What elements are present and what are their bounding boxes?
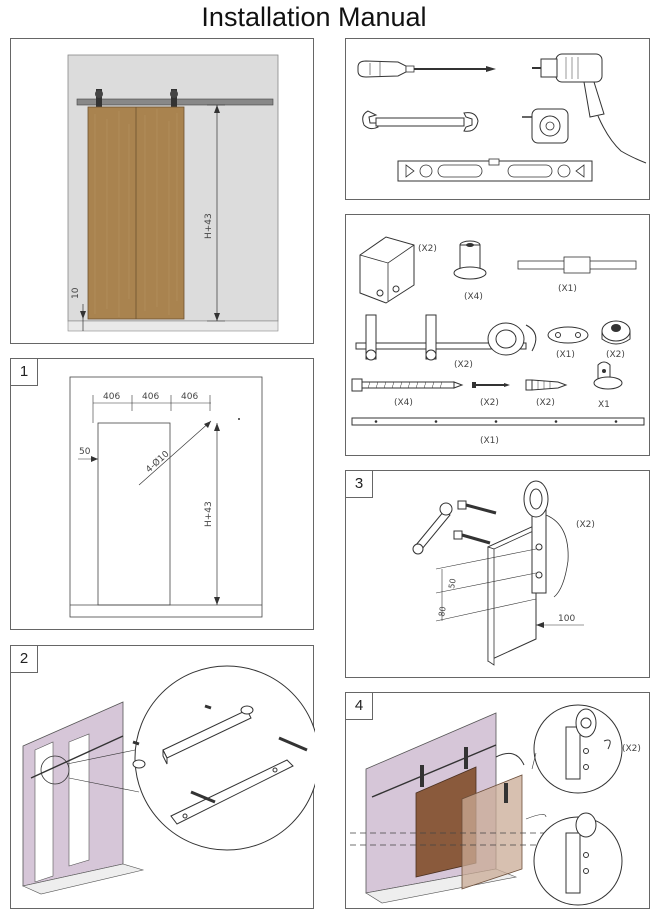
floor <box>67 320 279 332</box>
wrench-icon <box>412 502 453 555</box>
overview-height-label: H+43 <box>204 213 214 239</box>
step4-panel: 4 (X2) <box>345 692 650 909</box>
dim-a: 406 <box>103 392 120 402</box>
overview-panel: H+43 10 <box>10 38 314 344</box>
hanger-icon <box>355 314 537 361</box>
door-opening <box>97 422 171 606</box>
dim-a: 50 <box>447 578 458 590</box>
anchor-qty: (X2) <box>536 398 555 408</box>
overview-floor-gap-label: 10 <box>71 287 81 299</box>
wrench-icon <box>362 110 479 132</box>
roller-left <box>95 90 103 98</box>
dim-c: 406 <box>181 392 198 402</box>
stopper-qty: (X2) <box>606 350 625 360</box>
step1-drawing: 406 406 406 50 4-Ø10 H+43 <box>69 376 263 618</box>
rail-qty: (X1) <box>480 436 499 446</box>
lag-bolt-icon <box>132 704 308 804</box>
hanger-qty: (X2) <box>454 360 473 370</box>
step2-panel: 2 <box>10 645 315 909</box>
track-stop-qty: (X1) <box>558 284 577 294</box>
stopper-icon <box>601 320 631 345</box>
step3-qty: (X2) <box>576 520 595 530</box>
dim-side: 50 <box>79 447 91 457</box>
step3-panel: 3 (X2) 50 80 <box>345 470 650 678</box>
rail-icon <box>351 417 645 426</box>
spacer-plate-qty: (X1) <box>556 350 575 360</box>
step1-height-label: H+43 <box>204 501 214 527</box>
bracket-qty: (X2) <box>418 244 437 254</box>
step3-number: 3 <box>346 471 373 498</box>
spacer-icon <box>132 705 254 769</box>
dim-b: 406 <box>142 392 159 402</box>
floor-guide-icon <box>593 361 623 390</box>
dim-b: 80 <box>437 606 448 618</box>
detail-magnifier <box>134 665 315 851</box>
overview-drawing: H+43 10 <box>67 54 279 332</box>
dim-c: 100 <box>558 614 575 624</box>
parts-panel: (X2) (X4) (X1) (X2) <box>345 214 650 456</box>
step4-qty: (X2) <box>622 744 641 754</box>
roller-qty: (X4) <box>464 292 483 302</box>
tape-measure-icon <box>522 108 569 144</box>
step4-number: 4 <box>346 693 373 720</box>
anchor-icon <box>525 379 568 391</box>
spacer-plate-icon <box>547 326 589 344</box>
hanger-left <box>96 89 102 109</box>
roller-right <box>170 90 178 98</box>
step1-panel: 1 406 406 406 50 4-Ø10 H+43 <box>10 358 314 630</box>
page-title: Installation Manual <box>201 2 427 32</box>
bolt-icon <box>453 500 497 545</box>
door-hanging <box>461 774 523 890</box>
step2-drawing <box>22 665 315 895</box>
lag-bolt-icon <box>351 378 464 392</box>
screwdriver-icon <box>357 60 496 78</box>
screw-icon <box>472 382 510 388</box>
rail-detail <box>162 709 294 825</box>
tools-panel <box>345 38 650 200</box>
hanger-strap <box>523 480 549 594</box>
track-stop-icon <box>517 256 637 274</box>
screw-qty: (X2) <box>480 398 499 408</box>
spirit-level-icon <box>397 158 593 182</box>
step1-number: 1 <box>11 359 38 386</box>
drill-icon <box>532 53 647 164</box>
bracket-icon <box>359 236 415 304</box>
step4-drawing: (X2) <box>350 704 641 906</box>
roller-icon <box>453 240 487 280</box>
floor-guide-qty: X1 <box>598 400 610 410</box>
step2-number: 2 <box>11 646 38 673</box>
hanger-right <box>171 89 177 109</box>
tools-drawing <box>357 53 647 182</box>
lag-bolt-qty: (X4) <box>394 398 413 408</box>
step3-drawing: (X2) 50 80 100 <box>412 480 595 666</box>
parts-drawing: (X2) (X4) (X1) (X2) <box>351 236 645 446</box>
